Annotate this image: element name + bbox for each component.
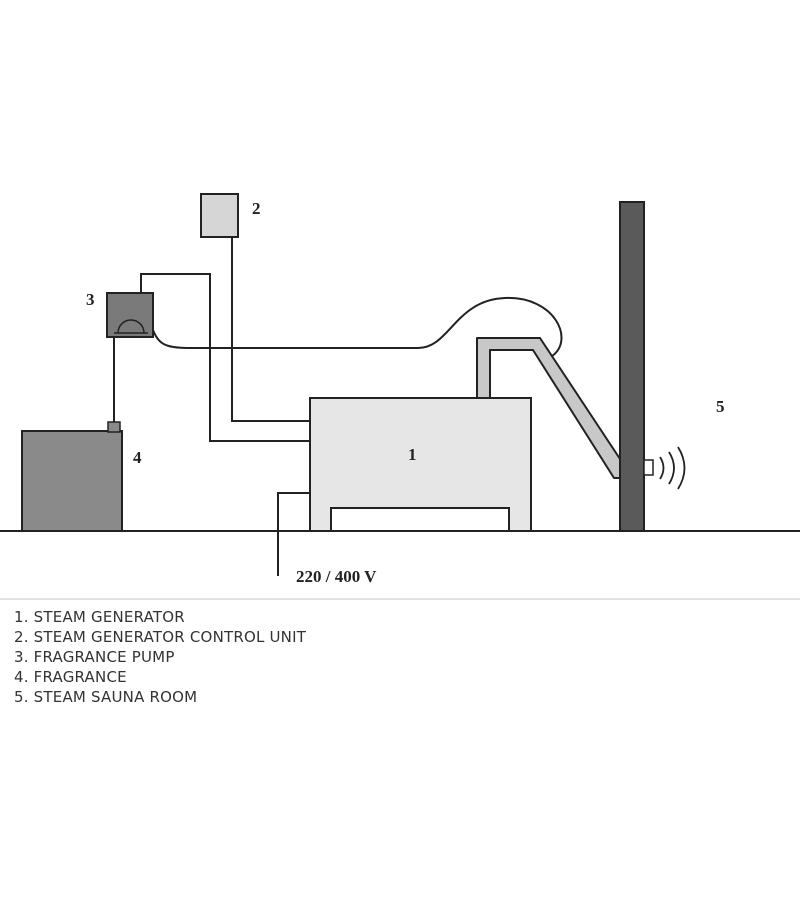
- steam-nozzle: [643, 459, 654, 476]
- legend-item-fragrance: 4. FRAGRANCE: [14, 668, 127, 686]
- label-fragrance-pump: 3: [86, 290, 95, 309]
- legend-divider: [0, 598, 800, 600]
- voltage-label: 220 / 400 V: [296, 567, 377, 586]
- legend-item-steam-generator: 1. STEAM GENERATOR: [14, 608, 185, 626]
- steam-wave-1: [659, 456, 665, 480]
- steam-sauna-diagram: 1 2 3 4 5 220 / 400 V: [0, 193, 800, 586]
- fragrance-pump: [106, 292, 154, 338]
- label-sauna-room: 5: [716, 397, 725, 416]
- power-cable: [277, 492, 310, 576]
- control-unit: [200, 193, 239, 238]
- steam-generator-base-opening: [330, 507, 510, 532]
- steam-wave-3: [677, 446, 686, 490]
- fragrance-container: [21, 430, 123, 532]
- pump-rotor: [117, 319, 145, 334]
- label-fragrance: 4: [133, 448, 142, 467]
- legend-item-fragrance-pump: 3. FRAGRANCE PUMP: [14, 648, 175, 666]
- legend-item-sauna-room: 5. STEAM SAUNA ROOM: [14, 688, 198, 706]
- control-unit-wire: [231, 237, 310, 422]
- steam-wave-2: [668, 451, 675, 485]
- label-control-unit: 2: [252, 199, 261, 218]
- sauna-wall: [619, 201, 645, 532]
- fragrance-container-cap: [107, 421, 121, 433]
- fragrance-injection-tube: [152, 296, 563, 357]
- legend-item-control-unit: 2. STEAM GENERATOR CONTROL UNIT: [14, 628, 307, 646]
- label-steam-generator: 1: [408, 445, 417, 464]
- pump-wire: [140, 273, 310, 442]
- legend-list: 1. STEAM GENERATOR 2. STEAM GENERATOR CO…: [14, 607, 306, 707]
